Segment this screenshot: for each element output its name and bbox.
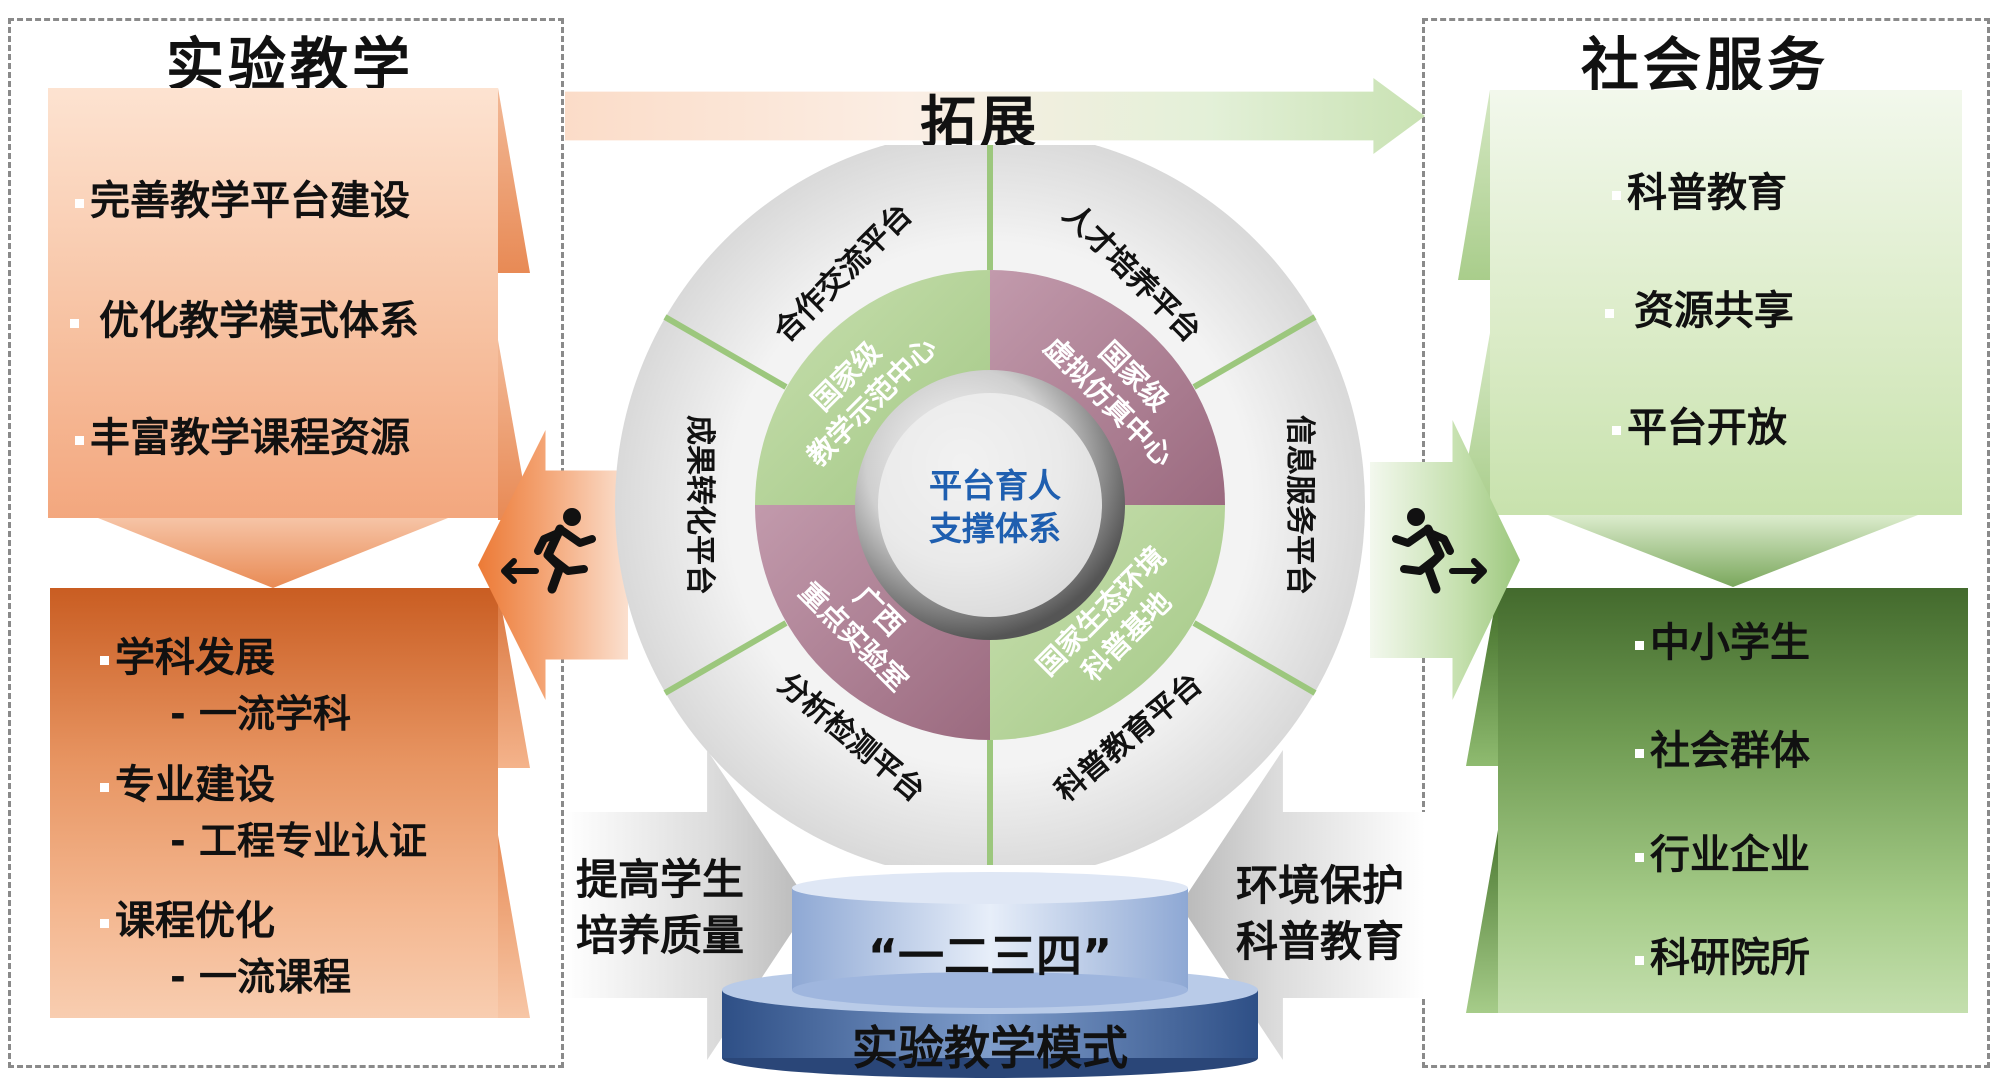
left-bottom-item-1: 学科发展 [100, 625, 275, 683]
right-bottom-item-2: 社会群体 [1635, 718, 1810, 776]
right-bottom-item-1: 中小学生 [1635, 610, 1810, 668]
left-bottom-box [50, 588, 498, 1018]
platform-top-label: “一二三四” [867, 929, 1113, 983]
outer-label-transformation: 成果转化平台 [682, 415, 717, 595]
left-bottom-sub-3: - 一流课程 [170, 955, 352, 999]
right-bottom-item-4: 科研院所 [1635, 925, 1810, 983]
bottom-right-text-1: 环境保护 [1235, 861, 1404, 910]
bottom-right-arrow-text: 环境保护 科普教育 [1225, 858, 1415, 970]
left-top-box [48, 88, 498, 518]
right-top-box [1490, 90, 1962, 515]
right-bottom-item-3: 行业企业 [1635, 822, 1810, 880]
teaching-mode-platform [722, 872, 1258, 1078]
right-bottom-box [1498, 588, 1968, 1013]
left-top-item-2: 优化教学模式体系 [70, 288, 419, 346]
platform-ring-diagram: 合作交流平台 人才培养平台 信息服务平台 科普教育平台 分析检测平台 成果转化平… [615, 145, 1365, 865]
right-panel-title: 社会服务 [1580, 31, 1829, 99]
left-bottom-item-3: 课程优化 [100, 888, 275, 946]
bottom-right-text-2: 科普教育 [1235, 917, 1404, 966]
right-top-item-3: 平台开放 [1612, 395, 1787, 453]
left-bottom-item-2: 专业建设 [100, 752, 275, 810]
center-label-line-1: 平台育人 [929, 466, 1061, 505]
right-top-item-2: 资源共享 [1605, 278, 1794, 336]
bottom-left-arrow-text: 提高学生 培养质量 [565, 852, 755, 964]
bottom-left-text-2: 培养质量 [575, 911, 744, 960]
left-top-item-3: 丰富教学课程资源 [75, 405, 410, 463]
right-top-item-1: 科普教育 [1612, 160, 1787, 218]
outer-label-information: 信息服务平台 [1282, 415, 1317, 595]
runner-left-icon [501, 508, 596, 594]
left-panel-title: 实验教学 [165, 31, 414, 99]
bottom-left-text-1: 提高学生 [575, 855, 744, 904]
center-label-line-2: 支撑体系 [929, 509, 1061, 548]
left-top-item-1: 完善教学平台建设 [75, 168, 410, 226]
left-bottom-sub-2: - 工程专业认证 [170, 819, 428, 863]
left-bottom-sub-1: - 一流学科 [170, 692, 352, 736]
platform-bottom-label: 实验教学模式 [852, 1021, 1128, 1075]
runner-right-icon [1392, 508, 1487, 594]
